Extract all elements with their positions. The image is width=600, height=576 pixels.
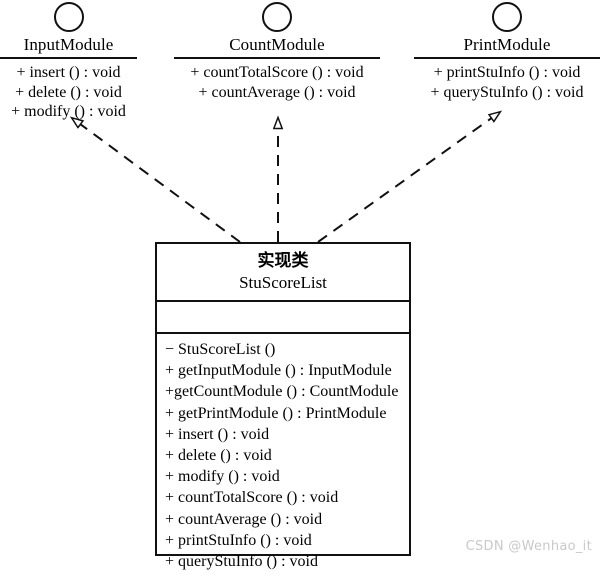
interface-operations-list: + printStuInfo () : void + queryStuInfo … [414, 62, 600, 102]
interface-inputmodule: InputModule + insert () : void + delete … [0, 2, 137, 122]
operation-item: + delete () : void [15, 83, 122, 101]
operation-item: + insert () : void [165, 425, 270, 443]
class-attributes-compartment [157, 302, 409, 334]
operation-item: + countTotalScore () : void [190, 64, 364, 81]
operation-item: + delete () : void [165, 447, 272, 465]
operation-item: + printStuInfo () : void [433, 64, 581, 81]
operation-item: + modify () : void [11, 103, 126, 120]
interface-lollipop-circle-icon [53, 2, 84, 32]
watermark-text: CSDN @Wenhao_it [465, 539, 592, 554]
operation-item: + countTotalScore () : void [165, 489, 339, 507]
realization-connectors-layer [0, 0, 600, 243]
operation-item: + countAverage () : void [198, 83, 356, 101]
operation-item: + insert () : void [16, 64, 121, 81]
interface-countmodule: CountModule + countTotalScore () : void … [174, 2, 380, 102]
interface-name-separator [0, 57, 137, 59]
operation-item: + getPrintModule () : PrintModule [165, 404, 387, 422]
interface-printmodule: PrintModule + printStuInfo () : void + q… [414, 2, 600, 102]
class-stereotype: 实现类 [257, 251, 309, 271]
operation-item: +getCountModule () : CountModule [165, 383, 399, 401]
interface-name-separator [174, 57, 380, 59]
interface-operations-list: + insert () : void + delete () : void + … [0, 62, 137, 122]
interface-lollipop-circle-icon [492, 2, 522, 32]
interface-name: CountModule [229, 35, 325, 54]
interface-lollipop-circle-icon [262, 2, 292, 32]
operation-item: − StuScoreList () [165, 341, 276, 358]
operation-item: + countAverage () : void [165, 510, 323, 528]
interface-operations-list: + countTotalScore () : void + countAvera… [174, 62, 380, 102]
class-header: 实现类 StuScoreList [157, 244, 409, 302]
realization-line-inputmodule [72, 118, 241, 243]
operation-item: + modify () : void [165, 468, 280, 486]
class-box-stuscorelist: 实现类 StuScoreList − StuScoreList () + get… [155, 242, 411, 570]
interface-name-separator [414, 57, 600, 59]
interface-name: InputModule [23, 35, 114, 54]
class-name: StuScoreList [239, 273, 327, 292]
class-operations-compartment: − StuScoreList () + getInputModule () : … [157, 334, 409, 576]
operation-item: + getInputModule () : InputModule [165, 362, 392, 380]
operation-item: + queryStuInfo () : void [430, 83, 584, 101]
realization-line-printmodule [317, 112, 500, 243]
interface-name: PrintModule [463, 35, 551, 54]
operation-item: + printStuInfo () : void [165, 531, 312, 549]
